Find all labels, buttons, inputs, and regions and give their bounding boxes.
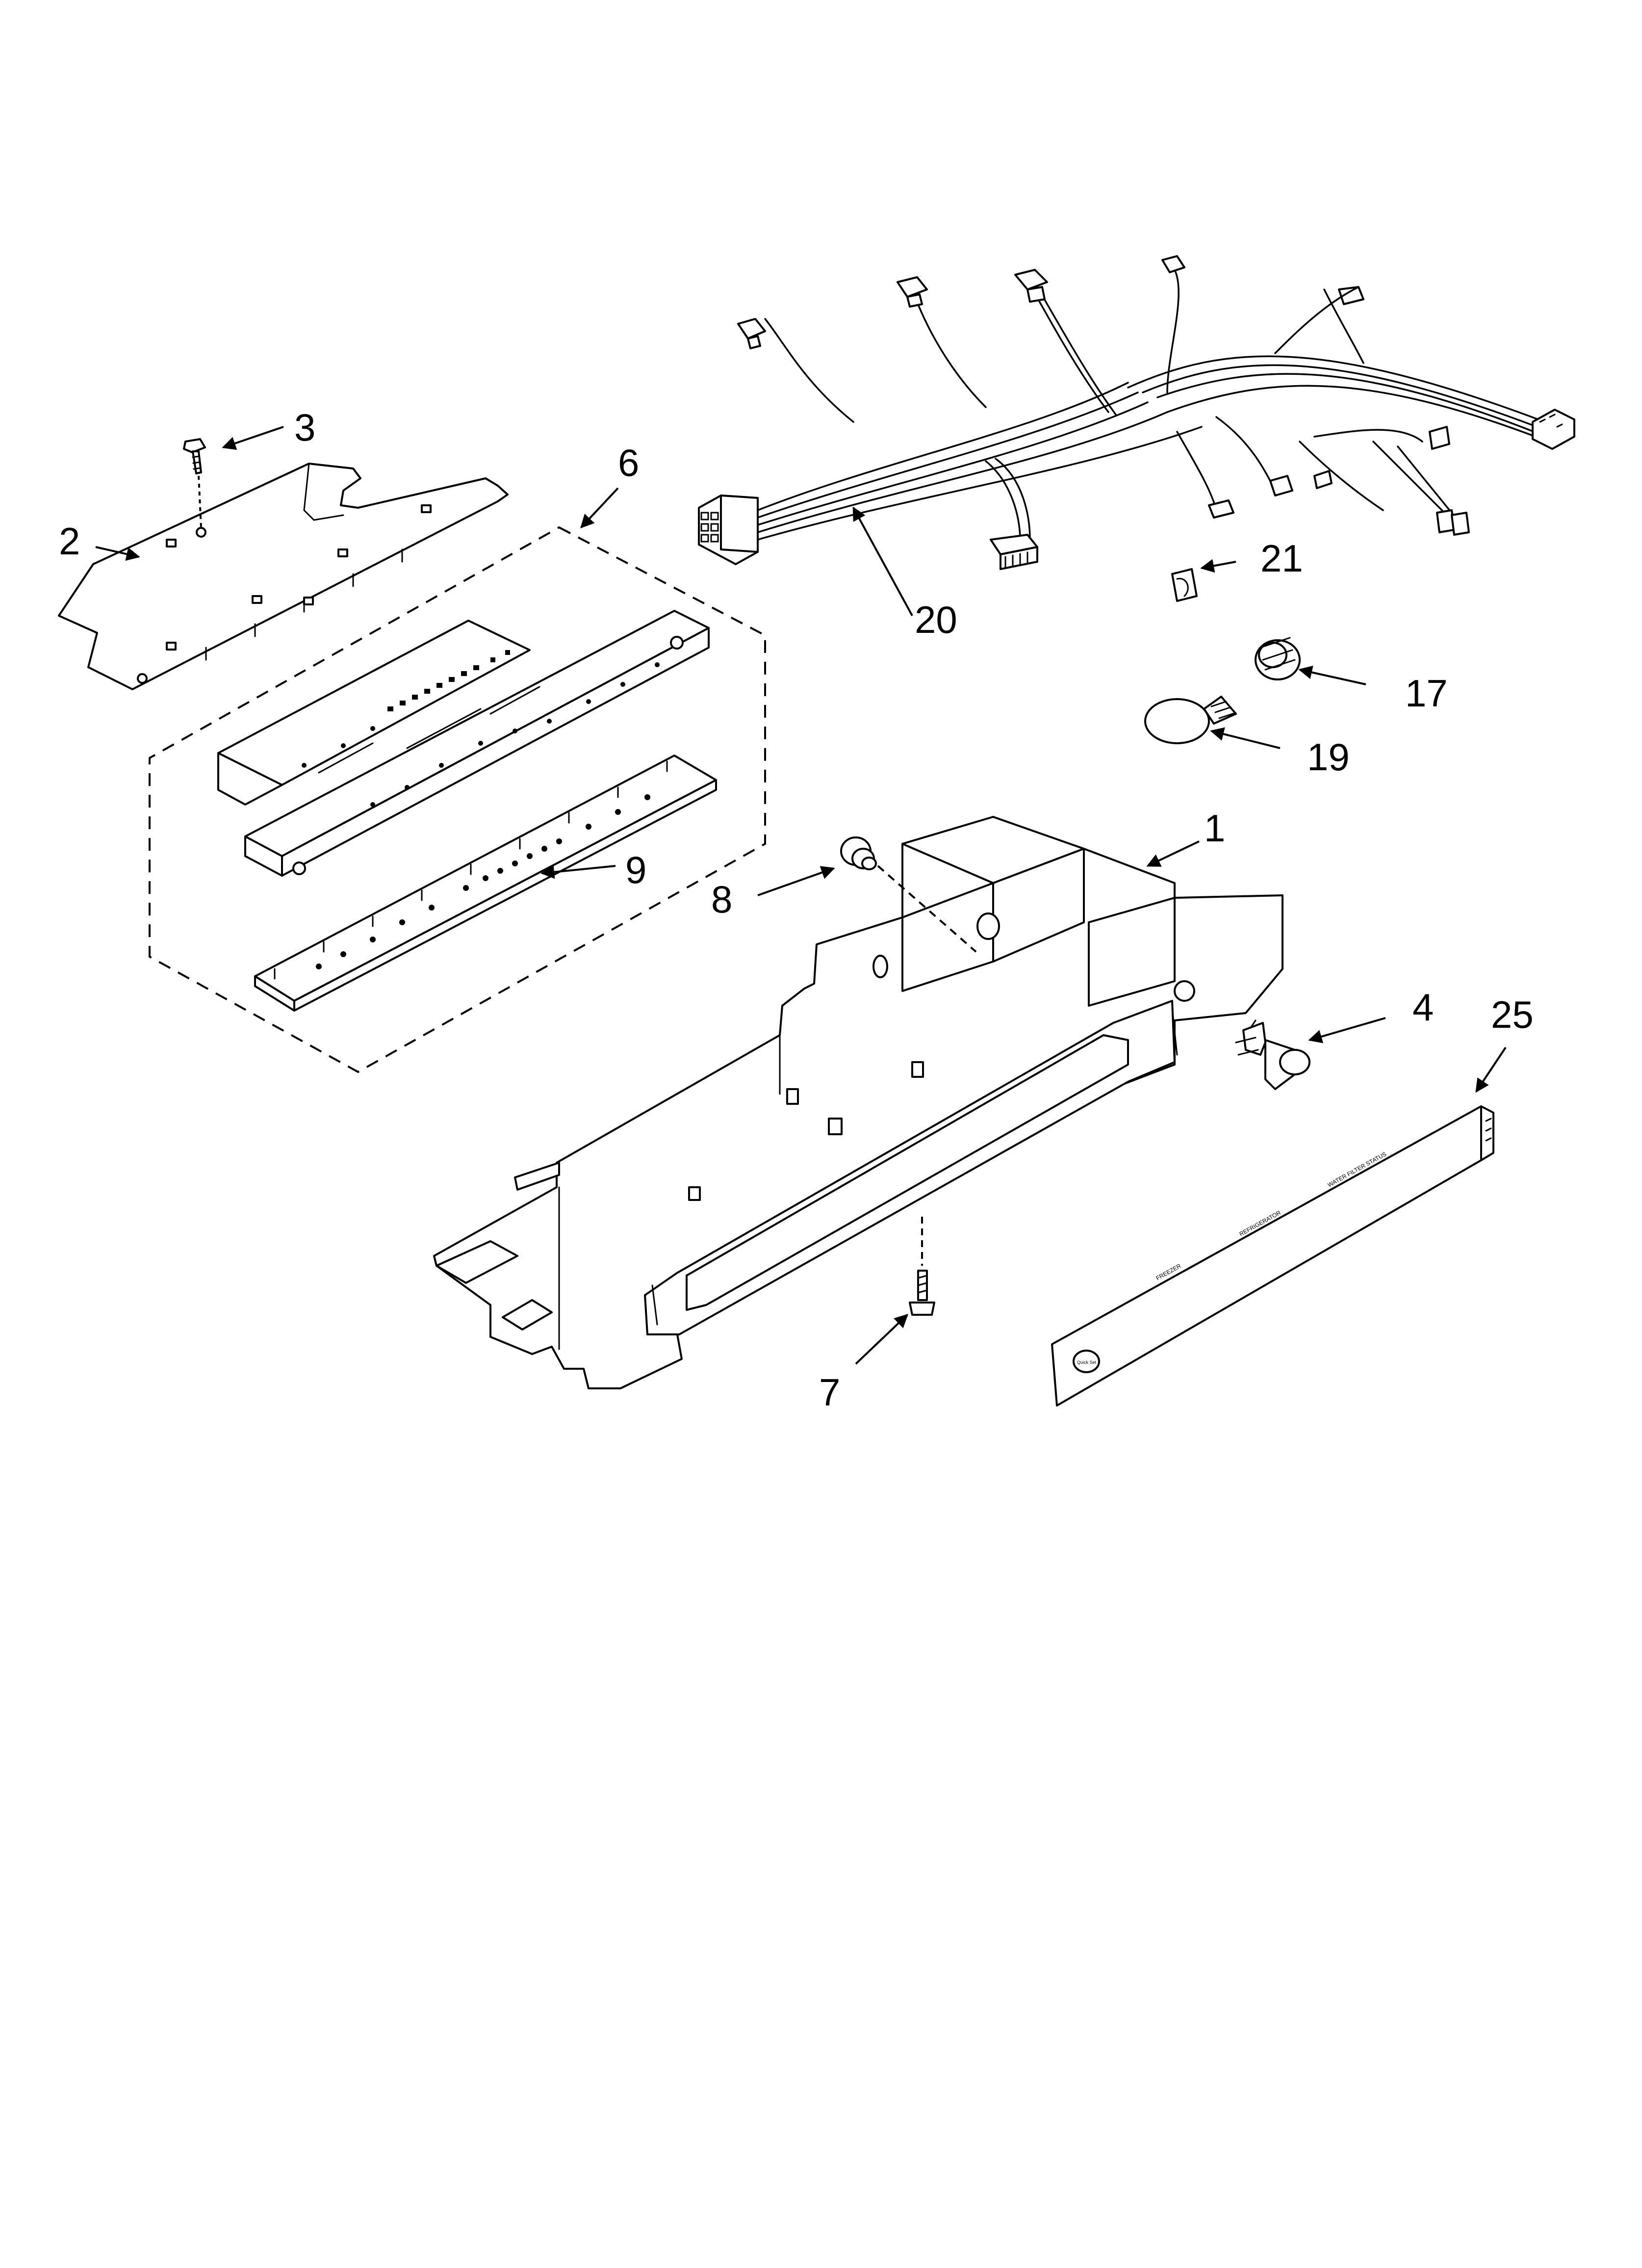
grommet-part-8 <box>840 836 977 953</box>
thermistor-part-21 <box>1171 568 1198 602</box>
callout-2: 2 <box>59 520 80 563</box>
control-board-lower <box>254 755 717 1012</box>
callout-7: 7 <box>819 1371 840 1414</box>
control-overlay-part-25: FREEZER REFRIGERATOR WATER FILTER STATUS… <box>1051 1105 1494 1407</box>
overlay-brand-logo: Quick Set <box>1077 1360 1097 1365</box>
callout-1: 1 <box>1204 807 1225 850</box>
callout-17: 17 <box>1405 672 1448 715</box>
callout-8: 8 <box>711 878 732 921</box>
wire-harness-part-20 <box>698 255 1575 570</box>
light-bulb-part-19 <box>1144 696 1237 744</box>
board-assembly-outline <box>149 526 766 1073</box>
callouts: 1 2 3 4 6 7 8 9 17 19 20 21 25 <box>59 406 1534 1414</box>
control-housing <box>433 816 1283 1389</box>
light-socket-part-4 <box>1235 1019 1310 1090</box>
callout-21: 21 <box>1260 537 1303 580</box>
control-board-upper <box>217 610 710 877</box>
callout-25: 25 <box>1491 993 1534 1036</box>
leader-lines <box>95 426 1507 1365</box>
callout-19: 19 <box>1307 735 1350 779</box>
callout-3: 3 <box>294 406 315 449</box>
socket-clip-part-17 <box>1255 637 1301 680</box>
screw-part-7 <box>909 1217 935 1316</box>
callout-9: 9 <box>625 848 646 891</box>
callout-20: 20 <box>915 598 957 641</box>
shield-plate <box>58 463 509 690</box>
callout-4: 4 <box>1412 986 1434 1029</box>
screw-part-3 <box>183 438 206 528</box>
callout-6: 6 <box>618 441 639 484</box>
